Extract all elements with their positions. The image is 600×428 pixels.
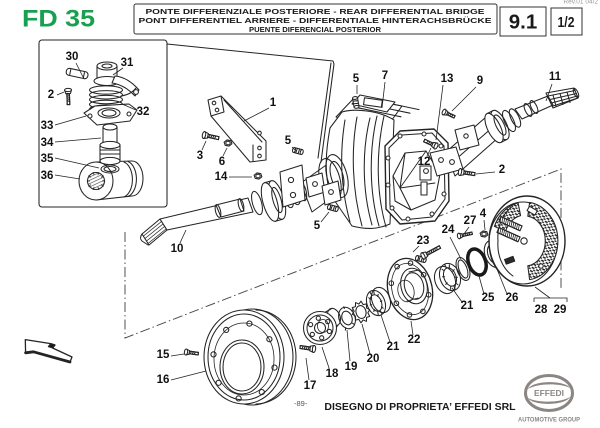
svg-text:30: 30 [66,51,79,63]
svg-text:36: 36 [41,170,54,182]
svg-text:PONT DIFFERENTIEL ARRIERE - DI: PONT DIFFERENTIEL ARRIERE - DIFFERENTIAL… [139,16,492,25]
svg-text:27: 27 [464,215,477,227]
svg-text:EFFEDI: EFFEDI [534,389,564,398]
svg-text:-89-: -89- [294,399,308,408]
svg-text:AUTOMOTIVE GROUP: AUTOMOTIVE GROUP [518,417,581,424]
svg-text:15: 15 [157,349,170,361]
svg-text:3: 3 [197,150,203,162]
svg-text:Rev.01 04/2: Rev.01 04/2 [563,0,598,6]
svg-text:12: 12 [418,156,431,168]
svg-text:5: 5 [314,220,321,232]
svg-text:10: 10 [171,243,184,255]
svg-text:24: 24 [442,224,455,236]
svg-text:28: 28 [535,304,548,316]
svg-text:21: 21 [387,341,400,353]
svg-text:5: 5 [285,135,292,147]
svg-text:9: 9 [477,75,483,87]
svg-text:33: 33 [41,120,54,132]
svg-text:PUENTE DIFERENCIAL POSTERIOR: PUENTE DIFERENCIAL POSTERIOR [249,27,381,34]
svg-text:1/2: 1/2 [558,15,575,31]
svg-text:21: 21 [461,300,474,312]
svg-text:31: 31 [121,57,134,69]
svg-text:32: 32 [137,106,150,118]
svg-text:PONTE DIFFERENZIALE POSTERIORE: PONTE DIFFERENZIALE POSTERIORE - REAR DI… [146,7,485,16]
svg-text:25: 25 [482,292,495,304]
svg-text:7: 7 [382,70,388,82]
svg-text:DISEGNO DI PROPRIETA’ EFFEDI S: DISEGNO DI PROPRIETA’ EFFEDI SRL [324,401,516,413]
svg-text:2: 2 [48,89,54,101]
svg-text:16: 16 [157,374,170,386]
svg-text:29: 29 [554,304,567,316]
svg-text:FD 35: FD 35 [22,7,95,33]
svg-text:23: 23 [417,235,430,247]
svg-text:19: 19 [345,361,358,373]
svg-text:17: 17 [304,380,317,392]
svg-text:22: 22 [408,334,421,346]
svg-text:35: 35 [41,153,54,165]
svg-text:13: 13 [441,73,454,85]
svg-text:5: 5 [353,73,360,85]
svg-text:18: 18 [326,368,339,380]
svg-text:11: 11 [549,71,562,83]
svg-text:26: 26 [506,292,519,304]
svg-text:1: 1 [270,97,277,109]
svg-text:20: 20 [367,353,380,365]
svg-text:34: 34 [41,137,54,149]
svg-text:9.1: 9.1 [509,11,538,34]
svg-text:4: 4 [480,208,487,220]
svg-text:2: 2 [499,164,505,176]
svg-text:6: 6 [219,156,225,168]
svg-text:14: 14 [215,171,228,183]
